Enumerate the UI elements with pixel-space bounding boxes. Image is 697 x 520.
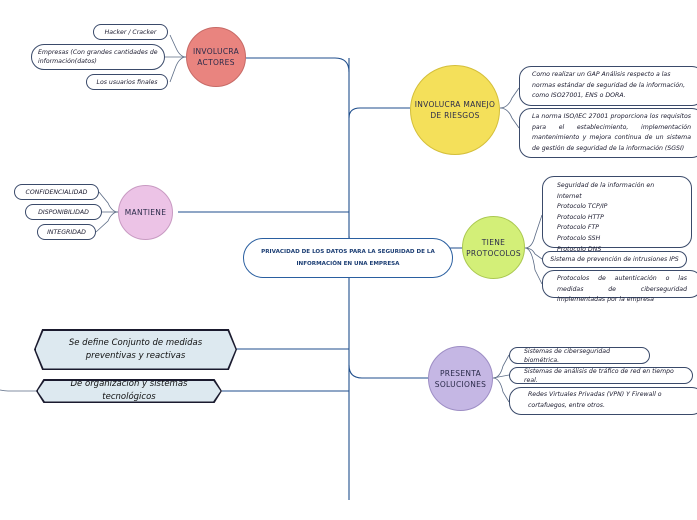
riesgos-node[interactable]: INVOLUCRA MANEJO DE RIESGOS [410,65,500,155]
protocolos-node[interactable]: TIENE PROTOCOLOS [462,216,525,279]
actor-empresas[interactable]: Empresas (Con grandes cantidades de info… [31,44,165,70]
protocolos-list[interactable]: Seguridad de la información en Internet … [542,176,692,253]
solucion-vpn-firewall[interactable]: Redes Virtuales Privadas (VPN) Y Firewal… [509,387,697,415]
protocolos-ips[interactable]: Sistema de prevención de intrusiones IPS [542,251,687,268]
actores-node[interactable]: INVOLUCRA ACTORES [186,27,246,87]
mantiene-confidencialidad[interactable]: CONFIDENCIALIDAD [14,184,99,200]
protocol-item: Seguridad de la información en Internet [557,182,655,200]
protocol-item: Protocolo FTP [557,224,600,232]
protocolos-autenticacion[interactable]: Protocolos de autenticación o las medida… [542,270,697,303]
soluciones-node[interactable]: PRESENTA SOLUCIONES [428,346,493,411]
actor-usuarios[interactable]: Los usuarios finales [86,74,168,90]
protocol-item: Protocolo SSH [557,234,601,242]
mantiene-integridad[interactable]: INTEGRIDAD [37,224,96,240]
mantiene-disponibilidad[interactable]: DISPONIBILIDAD [25,204,102,220]
protocol-item: Protocolo HTTP [557,213,604,221]
definicion-node[interactable]: Se define Conjunto de medidas preventiva… [35,330,236,369]
solucion-trafico-red[interactable]: Sistemas de análisis de tráfico de red e… [509,367,693,384]
solucion-biometrica[interactable]: Sistemas de ciberseguridad biométrica. [509,347,650,364]
protocol-item: Protocolo TCP/IP [557,203,608,211]
actor-hacker[interactable]: Hacker / Cracker [93,24,168,40]
mantiene-node[interactable]: MANTIENE [118,185,173,240]
protocol-item: Protocolo DNS [557,245,602,253]
organizacion-node[interactable]: De organización y sistemas tecnológicos [37,380,221,402]
riesgos-iso27001[interactable]: La norma ISO/IEC 27001 proporciona los r… [519,108,697,158]
central-topic[interactable]: PRIVACIDAD DE LOS DATOS PARA LA SEGURIDA… [243,238,453,278]
riesgos-gap-analisis[interactable]: Como realizar un GAP Análisis respecto a… [519,66,697,106]
